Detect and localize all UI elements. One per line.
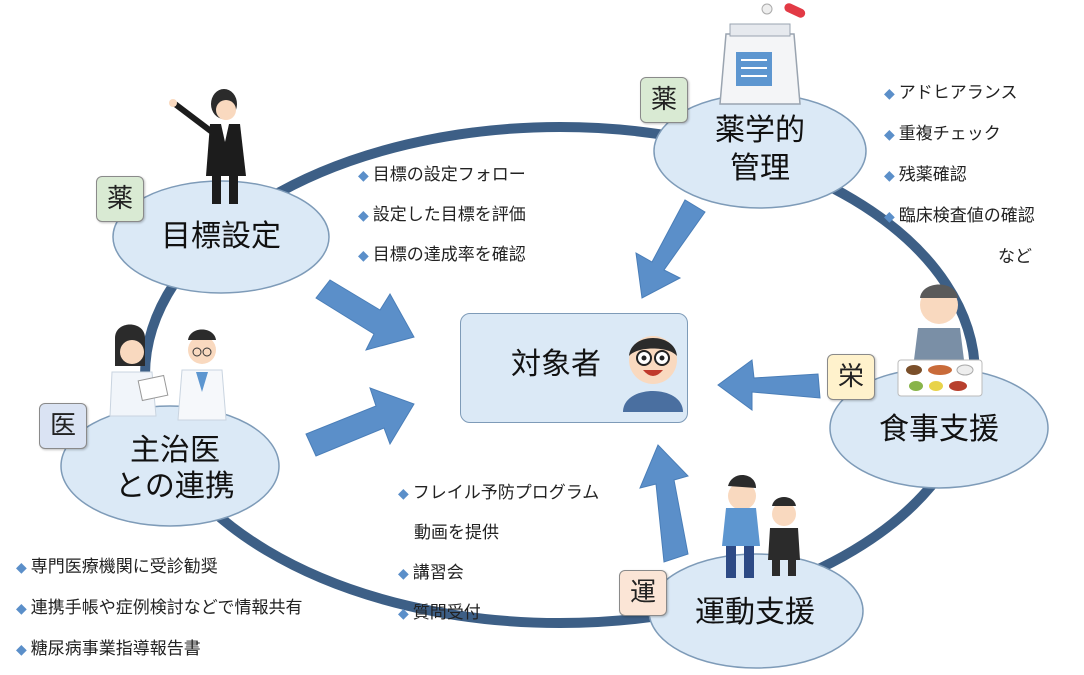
list-item: ◆残薬確認: [884, 165, 967, 185]
target-person-box: 対象者: [460, 313, 688, 423]
arrow-diet-to-center: [717, 359, 821, 411]
list-item: ◆目標の設定フォロー: [358, 165, 526, 185]
doctor-badge: 医: [39, 403, 87, 449]
goal-badge: 薬: [96, 176, 144, 222]
doctor-node: [60, 405, 280, 527]
list-item: ◆臨床検査値の確認: [884, 206, 1035, 226]
doctor-list: ◆専門医療機関に受診勧奨 ◆連携手帳や症例検討などで情報共有 ◆糖尿病事業指導報…: [16, 552, 302, 675]
doctor-label-line2: との連携: [115, 469, 235, 504]
exercise-badge: 運: [619, 570, 667, 616]
list-item: ◆設定した目標を評価: [358, 205, 526, 225]
medicine-bag-illustration: [719, 3, 806, 105]
list-item: ◆糖尿病事業指導報告書: [16, 639, 201, 659]
list-item: ◆重複チェック: [884, 124, 1001, 144]
exercise-support-label: 運動支援: [695, 595, 815, 630]
goal-setting-label: 目標設定: [161, 219, 281, 254]
exercise-people-illustration: [722, 474, 800, 578]
exercise-list: ◆フレイル予防プログラム 動画を提供 ◆講習会 ◆質問受付: [398, 478, 599, 638]
list-item: ◆フレイル予防プログラム: [398, 483, 600, 503]
list-item: ◆アドヒアランス: [884, 83, 1018, 103]
arrow-pharma-to-center: [635, 199, 706, 299]
arrow-exercise-to-center: [639, 444, 689, 563]
arrow-doctor-to-center: [305, 387, 415, 457]
list-item: ◆講習会: [398, 563, 464, 583]
list-item-continuation: 動画を提供: [414, 523, 499, 543]
pharma-label-line2: 管理: [730, 151, 790, 186]
pharma-list: ◆アドヒアランス ◆重複チェック ◆残薬確認 ◆臨床検査値の確認 など: [884, 78, 1035, 283]
man-eating-illustration: [897, 284, 983, 397]
list-suffix: など: [998, 247, 1032, 267]
pharma-label-line1: 薬学的: [715, 113, 805, 148]
list-item: ◆目標の達成率を確認: [358, 245, 526, 265]
person-avatar: [623, 336, 683, 412]
diet-badge: 栄: [827, 354, 875, 400]
diet-support-label: 食事支援: [879, 412, 999, 447]
target-person-label: 対象者: [511, 347, 601, 382]
list-item: ◆専門医療機関に受診勧奨: [16, 557, 218, 577]
doctor-label-line1: 主治医: [130, 433, 220, 468]
doctors-illustration: [109, 324, 227, 421]
pharma-badge: 薬: [640, 77, 688, 123]
list-item: ◆質問受付: [398, 603, 481, 623]
list-item: ◆連携手帳や症例検討などで情報共有: [16, 598, 303, 618]
goal-list: ◆目標の設定フォロー ◆設定した目標を評価 ◆目標の達成率を確認: [358, 160, 526, 280]
woman-pointing-illustration: [169, 89, 246, 204]
arrow-goal-to-center: [315, 279, 415, 351]
